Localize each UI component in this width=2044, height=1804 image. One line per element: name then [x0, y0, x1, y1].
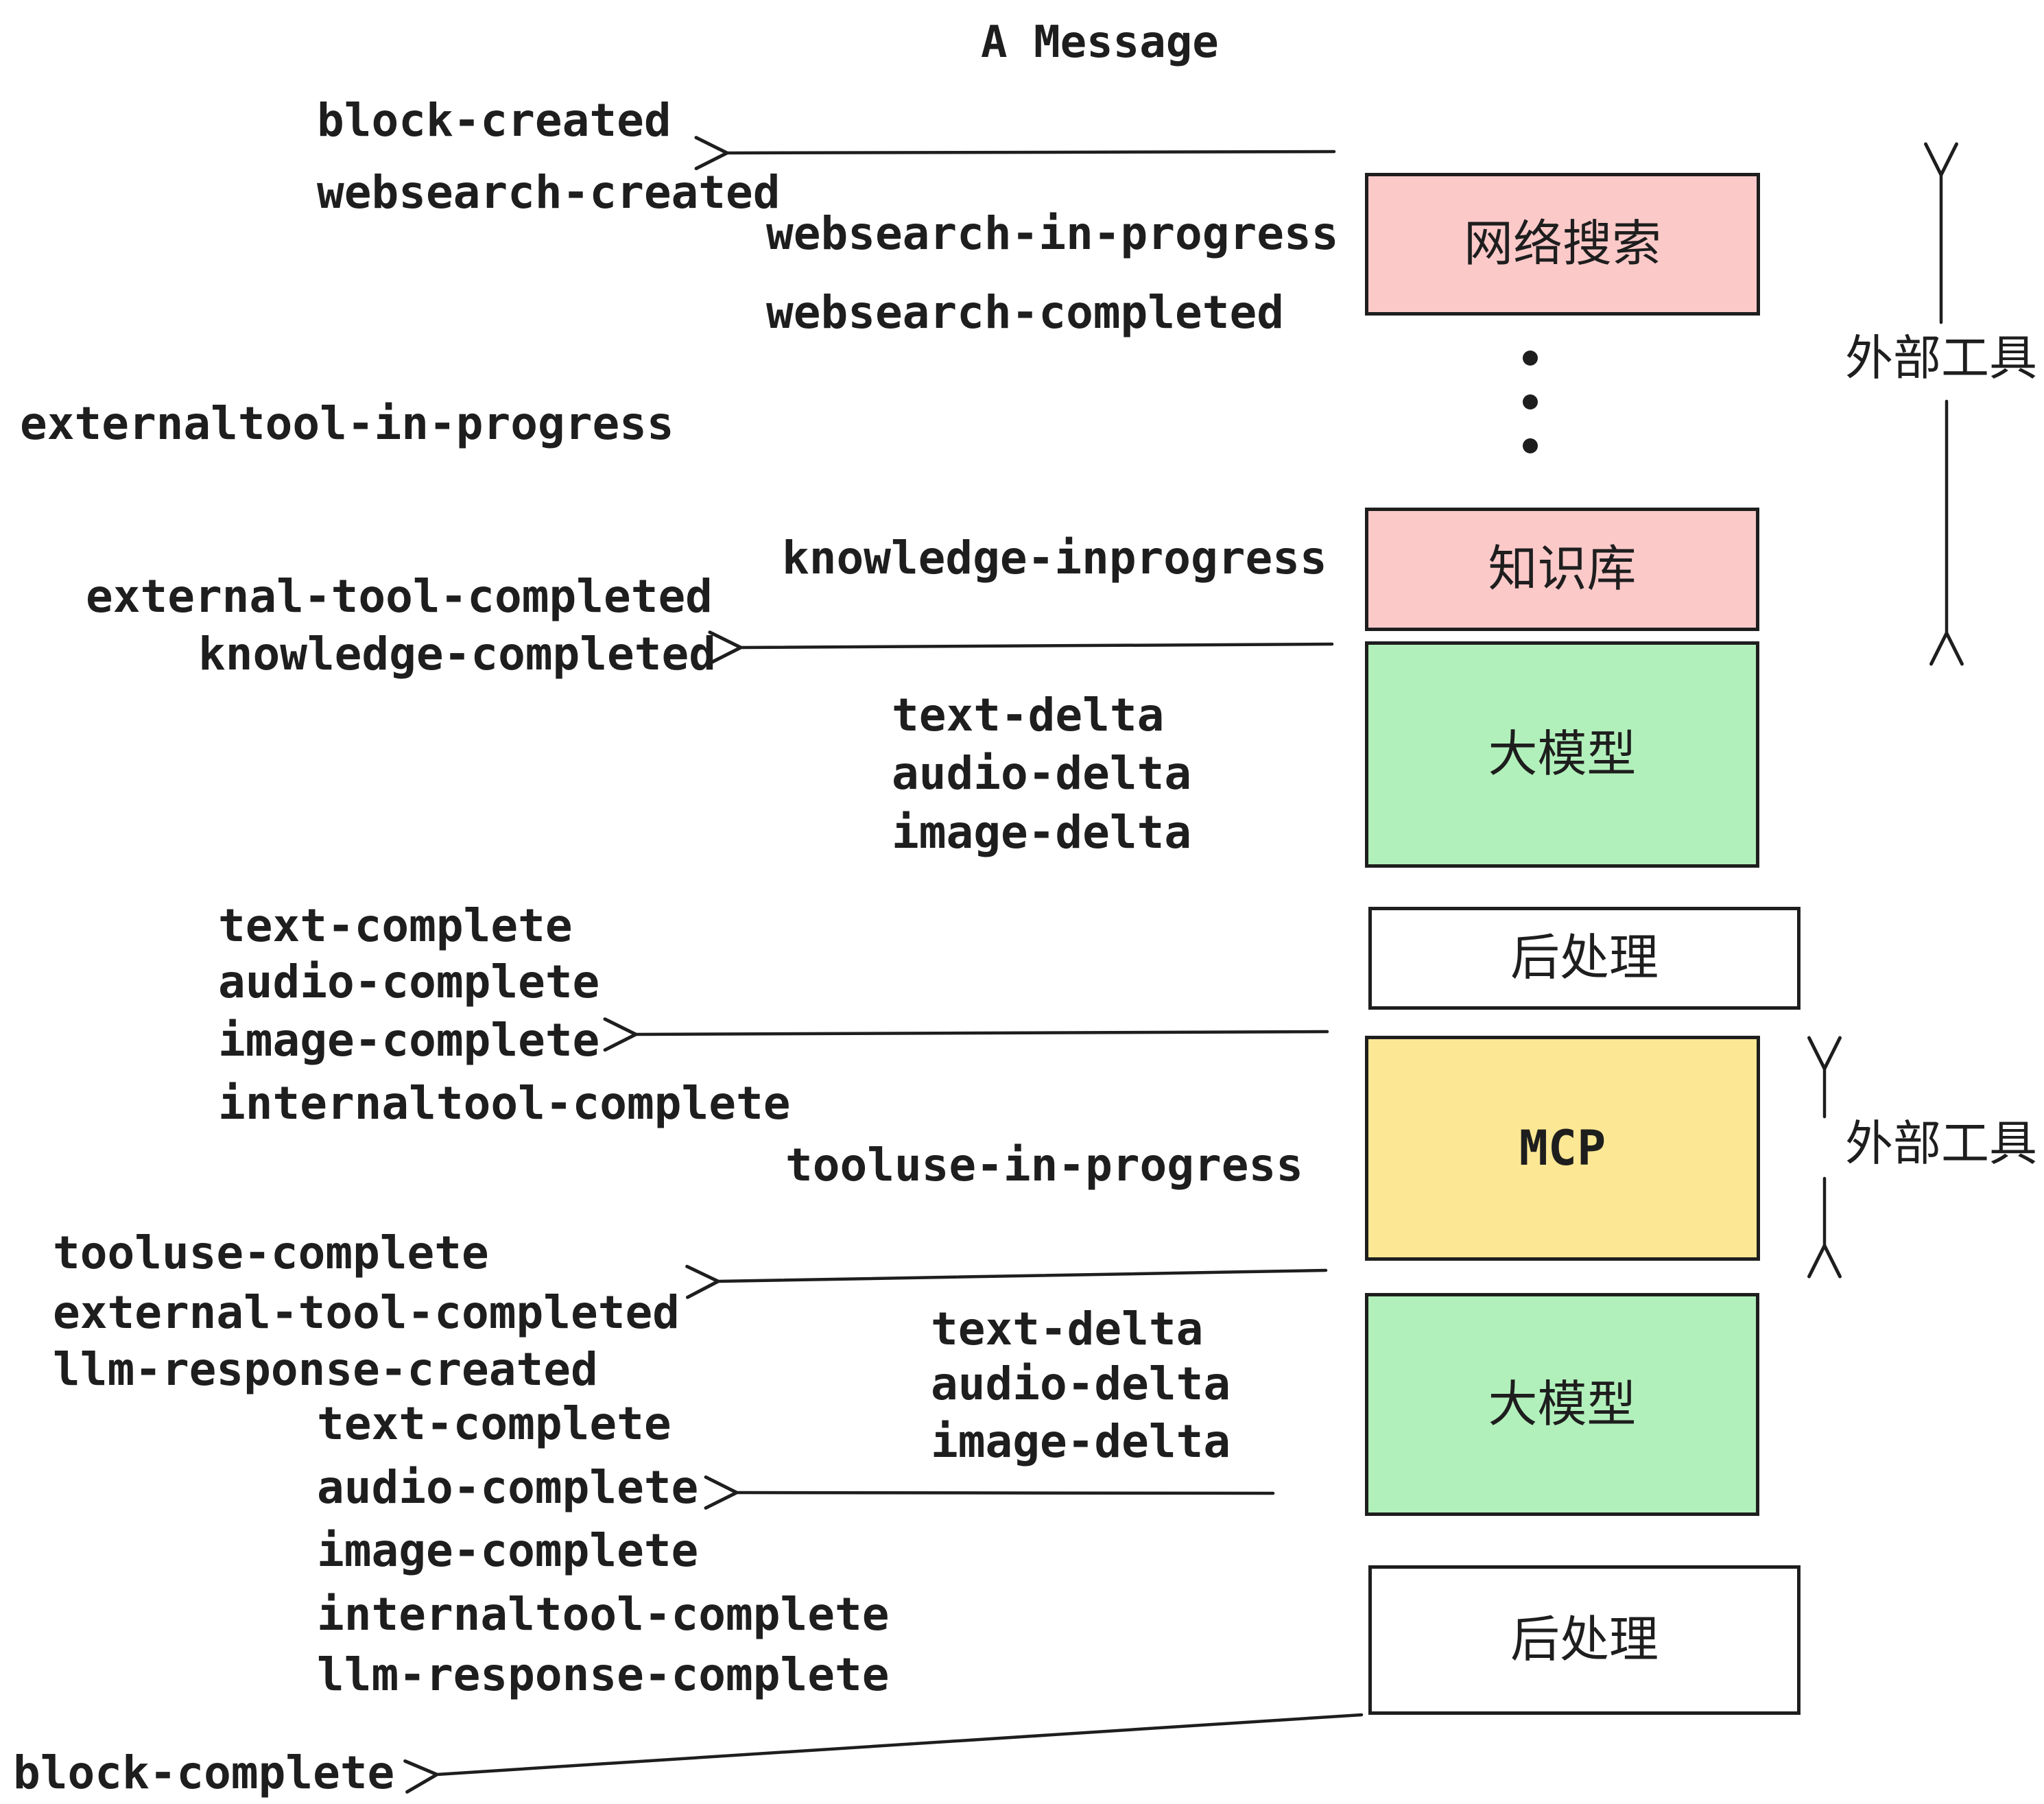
event-label-knowledge-inprogress: knowledge-inprogress [782, 532, 1327, 584]
ellipsis-dot [1523, 351, 1538, 366]
arrow-left-knowledge-completed-icon [708, 630, 1334, 665]
side-label-external-tool-mid: 外部工具 [1845, 1117, 2037, 1170]
event-label-llm-response-complete: llm-response-complete [317, 1648, 890, 1701]
box-postprocess-2-label: 后处理 [1510, 1613, 1659, 1667]
event-label-text-complete-1: text-complete [218, 899, 573, 952]
event-label-external-tool-completed-2: external-tool-completed [53, 1286, 680, 1339]
event-label-externaltool-in-progress: externaltool-in-progress [20, 397, 674, 450]
box-postprocess-1-label: 后处理 [1510, 931, 1659, 986]
box-websearch: 网络搜索 [1365, 173, 1760, 316]
event-label-websearch-created: websearch-created [317, 166, 781, 219]
event-label-llm-response-created: llm-response-created [53, 1343, 598, 1396]
event-label-internaltool-complete-1: internaltool-complete [218, 1077, 791, 1130]
box-llm-2-label: 大模型 [1488, 1377, 1637, 1432]
event-label-image-delta-1: image-delta [892, 806, 1192, 859]
event-label-image-complete-1: image-complete [218, 1014, 600, 1067]
box-mcp-label: MCP [1519, 1120, 1606, 1176]
arrow-left-image-complete-icon [603, 1017, 1329, 1052]
box-llm-1-label: 大模型 [1488, 727, 1637, 782]
box-websearch-label: 网络搜索 [1463, 217, 1661, 272]
box-llm-1: 大模型 [1365, 641, 1759, 868]
arrow-left-block-created-icon [694, 136, 1336, 171]
side-label-external-tool-top: 外部工具 [1845, 331, 2037, 385]
event-label-image-complete-2: image-complete [317, 1524, 699, 1577]
event-label-block-created: block-created [317, 94, 672, 147]
box-llm-2: 大模型 [1365, 1293, 1759, 1516]
box-postprocess-2: 后处理 [1368, 1565, 1801, 1715]
event-label-external-tool-completed-1: external-tool-completed [86, 570, 713, 623]
event-label-block-complete: block-complete [13, 1746, 395, 1799]
event-label-text-delta-1: text-delta [892, 689, 1165, 741]
arrow-left-tooluse-complete-icon [685, 1264, 1328, 1299]
event-label-websearch-completed: websearch-completed [766, 286, 1284, 339]
page-title: A Message [981, 17, 1219, 68]
event-label-tooluse-in-progress: tooluse-in-progress [785, 1139, 1303, 1191]
box-knowledge-label: 知识库 [1488, 542, 1637, 597]
box-mcp: MCP [1365, 1036, 1760, 1261]
event-label-text-complete-2: text-complete [317, 1397, 672, 1450]
ellipsis-dot [1523, 394, 1538, 410]
event-label-audio-complete-2: audio-complete [317, 1461, 699, 1514]
box-knowledge: 知识库 [1365, 508, 1759, 631]
event-label-websearch-in-progress: websearch-in-progress [766, 207, 1339, 260]
ellipsis-dot [1523, 438, 1538, 453]
event-label-image-delta-2: image-delta [931, 1415, 1231, 1468]
event-label-internaltool-complete-2: internaltool-complete [317, 1588, 890, 1641]
event-label-knowledge-completed: knowledge-completed [198, 628, 716, 680]
arrow-left-block-complete-icon [403, 1713, 1364, 1794]
event-label-audio-complete-1: audio-complete [218, 956, 600, 1008]
event-label-tooluse-complete: tooluse-complete [53, 1226, 489, 1279]
box-postprocess-1: 后处理 [1368, 907, 1801, 1010]
event-label-text-delta-2: text-delta [931, 1303, 1204, 1355]
event-label-audio-delta-2: audio-delta [931, 1357, 1231, 1410]
event-label-audio-delta-1: audio-delta [892, 747, 1192, 800]
